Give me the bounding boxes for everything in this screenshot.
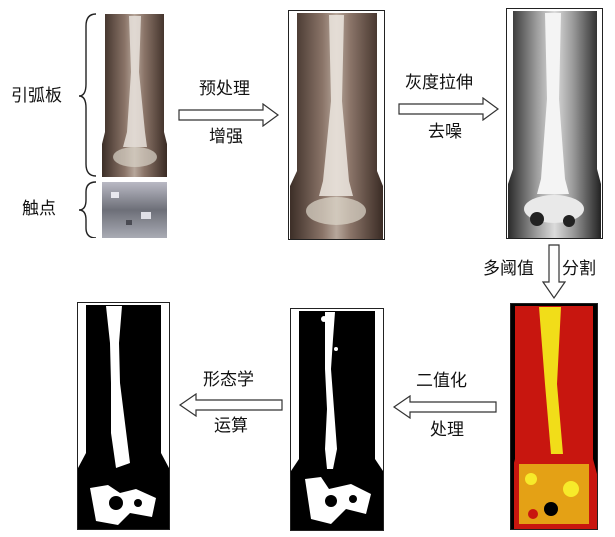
- segmented-image: [511, 304, 597, 529]
- binarized-image-panel: [290, 308, 384, 531]
- denoised-image-panel: [506, 8, 603, 239]
- arrow-4: [392, 395, 498, 419]
- arc-plate-label: 引弧板: [11, 86, 62, 106]
- arrow-1: [178, 103, 280, 127]
- step1-top-label: 预处理: [199, 79, 250, 99]
- segmented-image-panel: [510, 303, 598, 530]
- arrow-2: [398, 97, 500, 121]
- step1-bottom-label: 增强: [209, 127, 243, 147]
- step3-right-label: 分割: [562, 259, 596, 279]
- morphology-image: [78, 303, 169, 529]
- enhanced-image-panel: [288, 10, 385, 240]
- step2-bottom-label: 去噪: [428, 122, 462, 142]
- original-image-panel: [101, 12, 168, 238]
- denoised-image: [507, 9, 602, 238]
- morphology-image-panel: [77, 302, 170, 530]
- step4-top-label: 二值化: [416, 371, 467, 391]
- step2-top-label: 灰度拉伸: [405, 73, 473, 93]
- step5-top-label: 形态学: [203, 370, 254, 390]
- step5-bottom-label: 运算: [214, 416, 248, 436]
- step3-left-label: 多阈值: [483, 259, 534, 279]
- enhanced-image: [289, 11, 384, 239]
- contact-label: 触点: [22, 199, 56, 219]
- arrow-5: [178, 393, 284, 417]
- binarized-image: [291, 309, 383, 530]
- step4-bottom-label: 处理: [430, 420, 464, 440]
- braces: [78, 12, 100, 238]
- original-image: [101, 12, 168, 238]
